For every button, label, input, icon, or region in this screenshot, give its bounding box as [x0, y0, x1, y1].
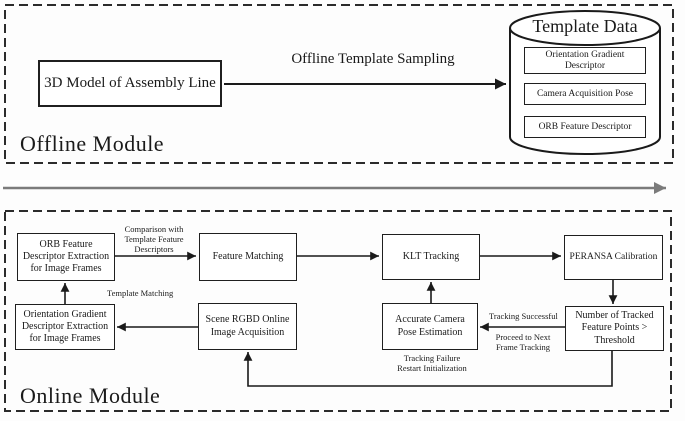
offline-sampling-label: Offline Template Sampling [291, 51, 455, 67]
online-module-border [4, 210, 672, 412]
offline-module-label: Offline Module [20, 131, 165, 156]
tracking-successful-label: Tracking Successful [489, 311, 558, 321]
box-klt-tracking: KLT Tracking [382, 234, 480, 280]
arrow-tracked-points-to-scene-rgbd [243, 351, 613, 387]
box-scene-rgbd-acquisition: Scene RGBD Online Image Acquisition [198, 303, 297, 350]
box-orientation-extraction: Orientation Gradient Descriptor Extracti… [15, 304, 115, 350]
box-3d-model: 3D Model of Assembly Line [38, 60, 222, 107]
box-camera-pose-estimation: Accurate Camera Pose Estimation [382, 303, 478, 350]
box-orb-extraction: ORB Feature Descriptor Extraction for Im… [17, 233, 115, 281]
db-item-orb-feature-descriptor: ORB Feature Descriptor [524, 116, 646, 138]
box-feature-matching: Feature Matching [199, 233, 297, 281]
box-tracked-points-threshold: Number of Tracked Feature Points > Thres… [565, 306, 664, 351]
offline-module-border [4, 4, 674, 164]
box-peransa-calibration: PERANSA Calibration [564, 235, 663, 280]
comparison-label: Comparison with Template Feature Descrip… [124, 224, 184, 255]
database-cylinder-top [509, 10, 661, 46]
tracking-failure-label: Tracking Failure Restart Initialization [397, 353, 467, 374]
online-module-label: Online Module [20, 383, 161, 408]
db-item-camera-acquisition-pose: Camera Acquisition Pose [524, 83, 646, 105]
template-matching-label: Template Matching [107, 288, 174, 298]
proceed-next-frame-label: Proceed to Next Frame Tracking [495, 332, 551, 353]
db-item-orientation-gradient-descriptor: Orientation Gradient Descriptor [524, 47, 646, 74]
template-data-title: Template Data [532, 16, 638, 36]
